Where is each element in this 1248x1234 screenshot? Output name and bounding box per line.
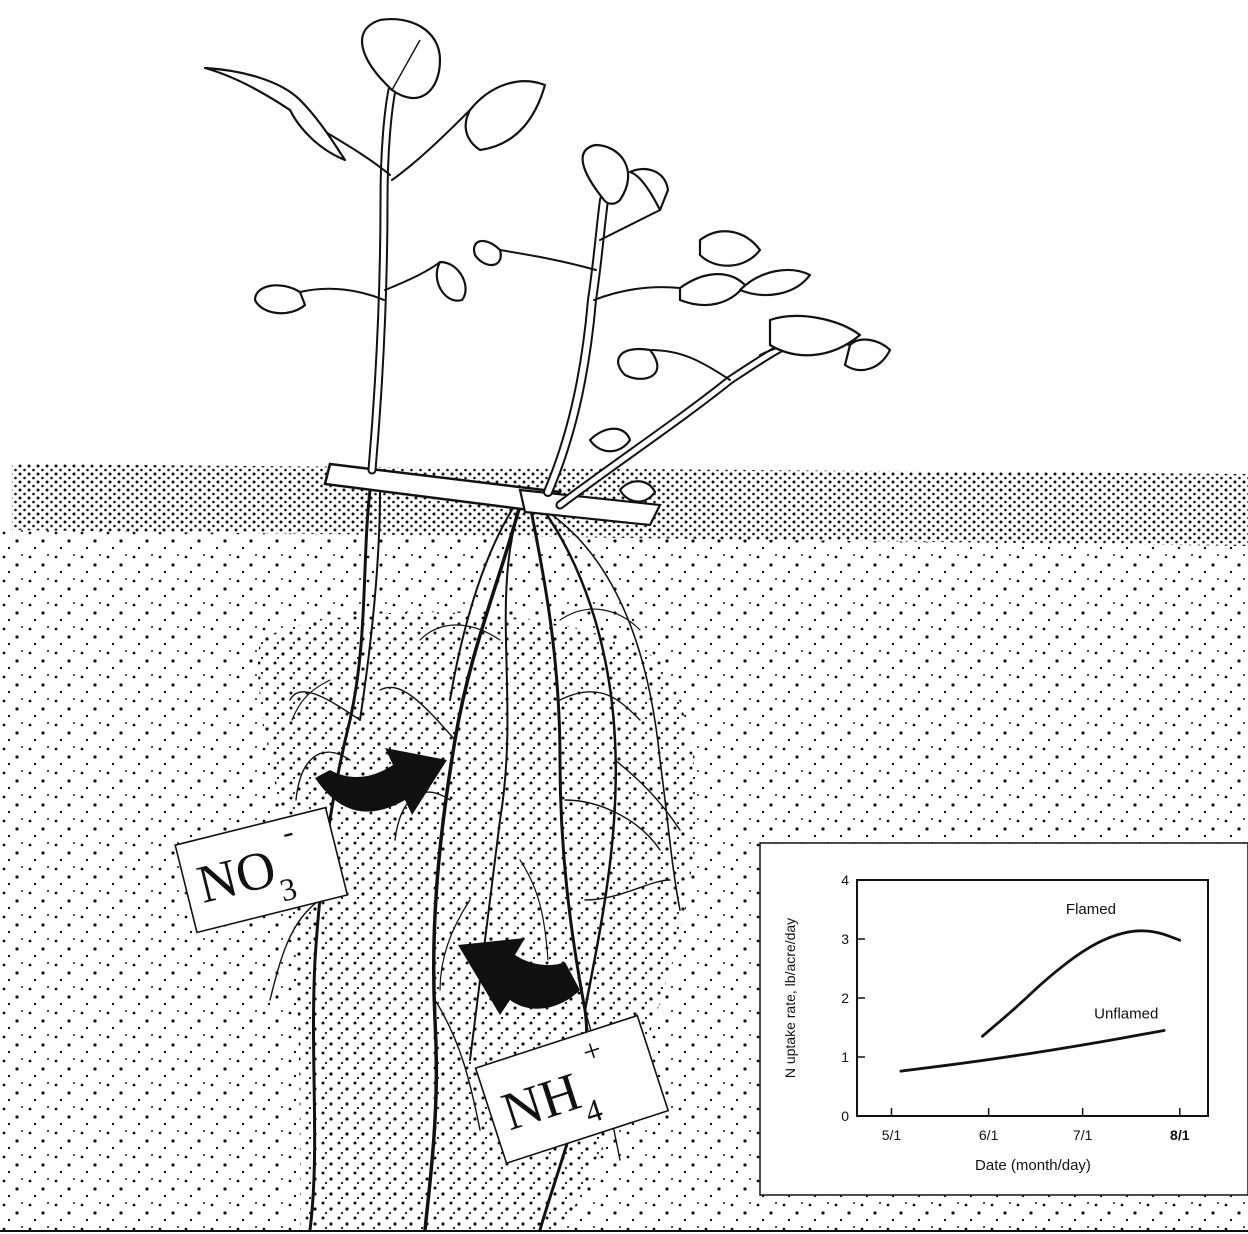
x-tick-label: 8/1 bbox=[1170, 1127, 1190, 1143]
y-tick-label: 0 bbox=[841, 1108, 849, 1124]
leaves bbox=[205, 19, 890, 502]
x-tick-label: 6/1 bbox=[979, 1127, 999, 1143]
y-tick-label: 4 bbox=[841, 872, 849, 888]
y-axis-label: N uptake rate, lb/acre/day bbox=[782, 918, 798, 1078]
y-tick-label: 1 bbox=[841, 1049, 849, 1065]
shoots bbox=[290, 90, 850, 525]
x-tick-label: 7/1 bbox=[1073, 1127, 1093, 1143]
series-label-flamed: Flamed bbox=[1066, 901, 1116, 918]
x-tick-label: 5/1 bbox=[882, 1127, 902, 1143]
series-label-unflamed: Unflamed bbox=[1094, 1005, 1158, 1022]
y-tick-label: 2 bbox=[841, 990, 849, 1006]
y-tick-label: 3 bbox=[841, 931, 849, 947]
x-axis-label: Date (month/day) bbox=[975, 1157, 1091, 1174]
